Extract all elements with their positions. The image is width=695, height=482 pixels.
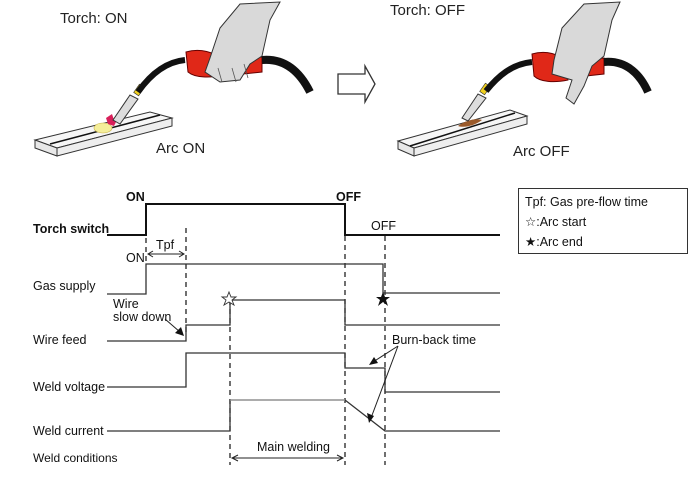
- burn-back-time-label: Burn-back time: [392, 333, 477, 347]
- gas-off-marker: OFF: [371, 219, 396, 233]
- gas-supply-trace: [107, 263, 500, 295]
- torch-off-marker: OFF: [336, 190, 361, 204]
- arc-end-star-icon: [376, 292, 390, 306]
- tpf-dimension-arrow: [147, 250, 185, 258]
- arc-on-caption: Arc ON: [156, 140, 206, 157]
- signal-label-weld-voltage: Weld voltage: [33, 380, 106, 394]
- workpiece-left: [33, 111, 174, 157]
- main-welding-label: Main welding: [257, 440, 330, 454]
- torch-on-title: Torch: ON: [60, 10, 128, 27]
- burn-back-arrows: [370, 345, 399, 419]
- torch-on-marker: ON: [126, 190, 145, 204]
- filled-star-icon: ★: [525, 235, 537, 249]
- right-arrow-icon: [337, 63, 376, 105]
- wire-slow-down-arrow: [164, 318, 184, 336]
- timing-guides: [145, 228, 386, 465]
- weld-pool-icon: [93, 122, 113, 134]
- wire-slow-down-label: Wire slow down: [113, 297, 172, 324]
- burn-back-arrowhead-voltage: [369, 357, 378, 365]
- torch-off-title: Torch: OFF: [390, 2, 466, 19]
- arc-start-star-icon: [220, 290, 238, 307]
- arc-flame-icon: [106, 114, 118, 126]
- burn-back-arrowhead-current: [367, 413, 374, 423]
- legend-item-tpf: Tpf: Gas pre-flow time: [525, 195, 648, 209]
- wire-feed-trace: [107, 299, 500, 342]
- legend-item-arc-start: ☆:Arc start: [525, 215, 587, 229]
- signal-label-wire-feed: Wire feed: [33, 333, 87, 347]
- tpf-label: Tpf: [156, 238, 175, 252]
- signal-label-torch-switch: Torch switch: [33, 222, 110, 236]
- signal-label-weld-conditions: Weld conditions: [33, 451, 118, 465]
- torch-switch-trace: [107, 203, 500, 236]
- main-welding-dimension-arrow: [230, 454, 345, 462]
- signal-label-weld-current: Weld current: [33, 424, 104, 438]
- welding-torch-left: [112, 1, 314, 125]
- arc-off-caption: Arc OFF: [513, 143, 570, 160]
- gas-on-marker: ON: [126, 251, 145, 265]
- signal-label-gas-supply: Gas supply: [33, 279, 96, 293]
- workpiece-right: [396, 109, 529, 157]
- weld-current-trace: [107, 399, 500, 432]
- weld-voltage-trace: [107, 352, 500, 393]
- legend-box: Tpf: Gas pre-flow time ☆:Arc start ★:Arc…: [518, 188, 688, 254]
- hollow-star-icon: ☆: [525, 215, 537, 229]
- welding-torch-right: [461, 1, 652, 122]
- legend-item-arc-end: ★:Arc end: [525, 235, 583, 249]
